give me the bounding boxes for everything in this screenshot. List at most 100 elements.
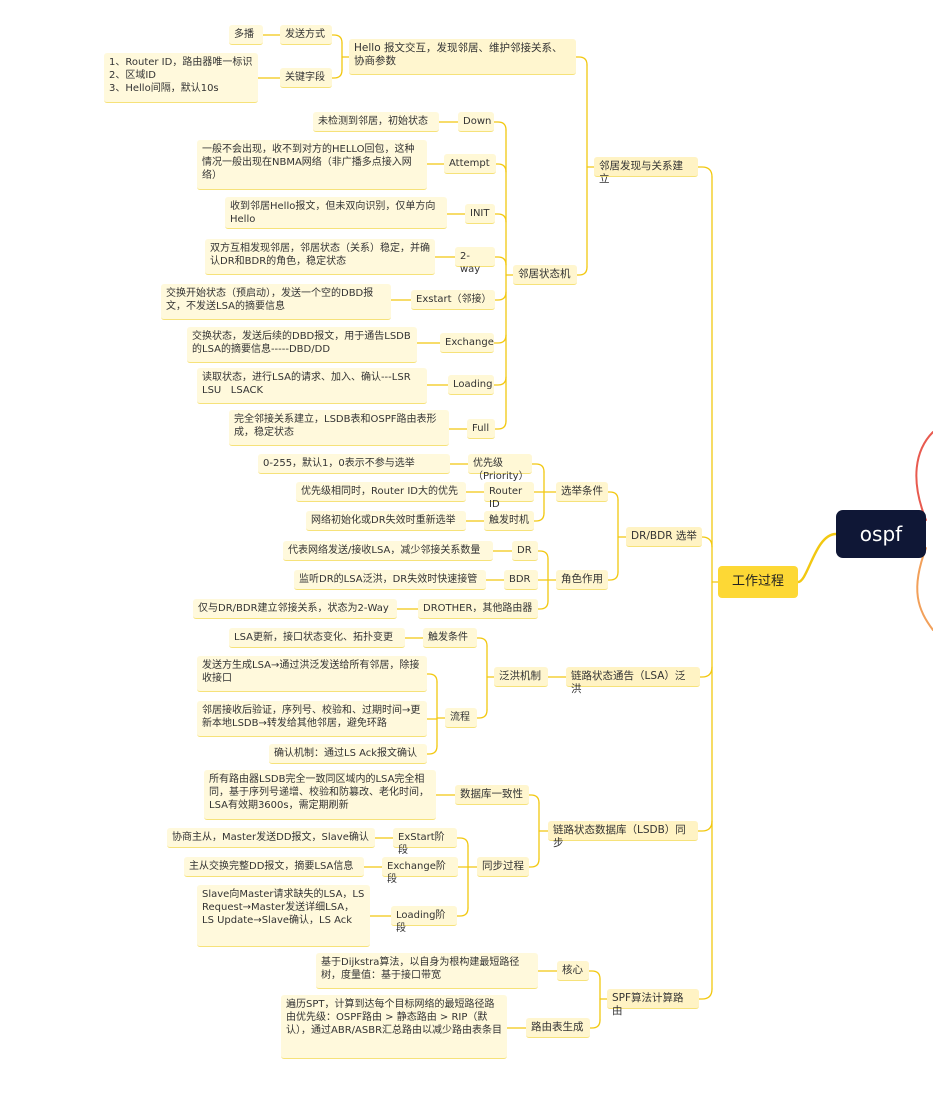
- states-branch-arm-6: [493, 376, 507, 386]
- branch-lsdb[interactable]: 链路状态数据库（LSDB）同步: [548, 821, 698, 849]
- process-step-2[interactable]: 邻居接收后验证，序列号、校验和、过期时间→更新本地LSDB→转发给其他邻居，避免…: [197, 701, 427, 737]
- state-node-0[interactable]: Down: [458, 112, 494, 132]
- role-desc-1[interactable]: 监听DR的LSA泛洪，DR失效时快速接管: [294, 570, 486, 590]
- sync-branch-arm-0: [456, 837, 469, 847]
- center-topic-label: 工作过程: [731, 574, 784, 589]
- spf-branch-arm-0: [588, 970, 601, 980]
- sync-exchange-desc[interactable]: 主从交换完整DD报文，摘要LSA信息: [184, 857, 364, 877]
- state-node-7[interactable]: Full: [467, 419, 495, 439]
- condition-node-1[interactable]: Router ID: [484, 482, 534, 510]
- spf-branch-arm-1: [589, 1019, 601, 1029]
- role-node-1[interactable]: BDR: [504, 570, 538, 590]
- state-desc-3[interactable]: 双方互相发现邻居，邻居状态（关系）稳定，并确认DR和BDR的角色，稳定状态: [205, 239, 435, 275]
- condition-node-2[interactable]: 触发时机: [484, 511, 534, 531]
- process-step-1[interactable]: 发送方生成LSA→通过洪泛发送给所有邻居，除接收接口: [197, 656, 427, 692]
- state-desc-4[interactable]: 交换开始状态（预启动），发送一个空的DBD报文，不发送LSA的摘要信息: [161, 284, 391, 320]
- branch-dr-bdr[interactable]: DR/BDR 选举: [626, 527, 702, 547]
- role-desc-0[interactable]: 代表网络发送/接收LSA，减少邻接关系数量: [283, 541, 493, 561]
- states-branch-arm-2: [494, 213, 507, 223]
- root-edge-up: [915, 431, 933, 521]
- states-branch-arm-5: [493, 334, 507, 344]
- sync-branch-arm-2: [456, 907, 469, 917]
- sync-exstart-node[interactable]: ExStart阶段: [393, 828, 457, 856]
- state-node-2[interactable]: INIT: [465, 204, 495, 224]
- condition-node-0[interactable]: 优先级（Priority）: [468, 454, 532, 482]
- state-node-4[interactable]: Exstart（邻接）: [411, 290, 495, 310]
- hello-branch-arm-0: [331, 34, 343, 44]
- condition-desc-2[interactable]: 网络初始化或DR失效时重新选举: [306, 511, 466, 531]
- flood-branch-arm-1: [476, 709, 488, 719]
- db-consistency-node[interactable]: 数据库一致性: [455, 785, 529, 805]
- discovery-branch-arm-1: [576, 266, 588, 276]
- branch-spf[interactable]: SPF算法计算路由: [607, 989, 699, 1017]
- lsdb-branch-arm-1: [528, 858, 540, 868]
- key-fields-value[interactable]: 1、Router ID，路由器唯一标识 2、区域ID 3、Hello间隔，默认1…: [104, 53, 258, 103]
- db-consistency-desc[interactable]: 所有路由器LSDB完全一致同区域内的LSA完全相同，基于序列号递增、校验和防篡改…: [204, 770, 436, 820]
- send-mode-value[interactable]: 多播: [229, 25, 263, 45]
- states-branch-arm-3: [494, 256, 507, 266]
- states-branch-arm-4: [494, 291, 507, 301]
- election-conditions-node[interactable]: 选举条件: [556, 482, 608, 502]
- lsdb-branch-arm-0: [528, 794, 540, 804]
- center-branch-arm-4: [698, 988, 713, 1000]
- flood-process-node[interactable]: 流程: [445, 708, 477, 728]
- center-branch-arm-2: [699, 666, 713, 678]
- state-node-5[interactable]: Exchange: [440, 333, 494, 353]
- route-gen-node[interactable]: 路由表生成: [526, 1018, 590, 1038]
- key-fields-node[interactable]: 关键字段: [280, 68, 332, 88]
- sync-process-node[interactable]: 同步过程: [477, 857, 529, 877]
- role-node-2[interactable]: DROTHER，其他路由器: [418, 599, 538, 619]
- branch-flooding[interactable]: 链路状态通告（LSA）泛洪: [566, 667, 700, 695]
- discovery-branch-arm-0: [575, 56, 588, 66]
- state-desc-2[interactable]: 收到邻居Hello报文，但未双向识别，仅单方向Hello: [225, 197, 447, 229]
- flood-mechanism-node[interactable]: 泛洪机制: [494, 667, 548, 687]
- sync-exchange-node[interactable]: Exchange阶段: [382, 857, 458, 885]
- role-desc-2[interactable]: 仅与DR/BDR建立邻接关系，状态为2-Way: [193, 599, 397, 619]
- role-branch-arm-2: [537, 600, 549, 610]
- condition-desc-0[interactable]: 0-255，默认1，0表示不参与选举: [258, 454, 450, 474]
- sync-loading-desc[interactable]: Slave向Master请求缺失的LSA，LS Request→Master发送…: [197, 885, 370, 947]
- branch-discovery[interactable]: 邻居发现与关系建立: [594, 157, 698, 185]
- spf-core-desc[interactable]: 基于Dijkstra算法，以自身为根构建最短路径树，度量值：基于接口带宽: [316, 953, 538, 989]
- center-branch-arm-0: [697, 166, 713, 178]
- state-desc-7[interactable]: 完全邻接关系建立，LSDB表和OSPF路由表形成，稳定状态: [229, 410, 449, 446]
- root-to-center: [796, 532, 838, 584]
- role-branch-arm-0: [537, 550, 549, 560]
- state-desc-6[interactable]: 读取状态，进行LSA的请求、加入、确认---LSR LSU LSACK: [197, 368, 427, 404]
- state-desc-1[interactable]: 一般不会出现，收不到对方的HELLO回包，这种情况一般出现在NBMA网络（非广播…: [197, 140, 427, 190]
- center-branch-arm-1: [701, 536, 713, 548]
- states-branch-arm-7: [494, 420, 507, 430]
- cond-branch-arm-2: [533, 512, 545, 522]
- hello-branch-arm-1: [331, 69, 343, 79]
- drbdr-branch-arm-1: [607, 571, 619, 581]
- state-node-1[interactable]: Attempt: [444, 154, 496, 174]
- center-branch-arm-3: [697, 820, 713, 832]
- states-branch-arm-0: [493, 121, 507, 131]
- state-node-3[interactable]: 2-way: [455, 247, 495, 275]
- root-label: ospf: [859, 522, 903, 546]
- spf-core-node[interactable]: 核心: [557, 961, 589, 981]
- state-machine-node[interactable]: 邻居状态机: [513, 265, 577, 285]
- center-topic-node[interactable]: 工作过程: [718, 566, 798, 598]
- roles-node[interactable]: 角色作用: [556, 570, 608, 590]
- sync-exstart-desc[interactable]: 协商主从，Master发送DD报文，Slave确认: [167, 828, 375, 848]
- hello-node[interactable]: Hello 报文交互，发现邻居、维护邻接关系、协商参数: [349, 39, 576, 75]
- state-node-6[interactable]: Loading: [448, 375, 494, 395]
- send-mode-node[interactable]: 发送方式: [280, 25, 332, 45]
- process-step-3[interactable]: 确认机制：通过LS Ack报文确认: [269, 744, 427, 764]
- flood-trigger-node[interactable]: 触发条件: [423, 628, 477, 648]
- route-gen-desc[interactable]: 遍历SPT，计算到达每个目标网络的最短路径路由优先级：OSPF路由 > 静态路由…: [281, 995, 507, 1059]
- condition-desc-1[interactable]: 优先级相同时，Router ID大的优先: [296, 482, 466, 502]
- state-desc-5[interactable]: 交换状态，发送后续的DBD报文，用于通告LSDB的LSA的摘要信息-----DB…: [187, 327, 417, 363]
- state-desc-0[interactable]: 未检测到邻居，初始状态: [313, 112, 439, 132]
- drbdr-branch-arm-0: [607, 491, 619, 501]
- flood-branch-arm-0: [476, 637, 488, 647]
- sync-loading-node[interactable]: Loading阶段: [391, 906, 457, 934]
- process-branch-arm-2: [426, 745, 438, 755]
- role-node-0[interactable]: DR: [512, 541, 538, 561]
- flood-trigger-desc[interactable]: LSA更新，接口状态变化、拓扑变更: [229, 628, 405, 648]
- root-node[interactable]: ospf: [836, 510, 926, 558]
- process-branch-arm-0: [426, 673, 438, 683]
